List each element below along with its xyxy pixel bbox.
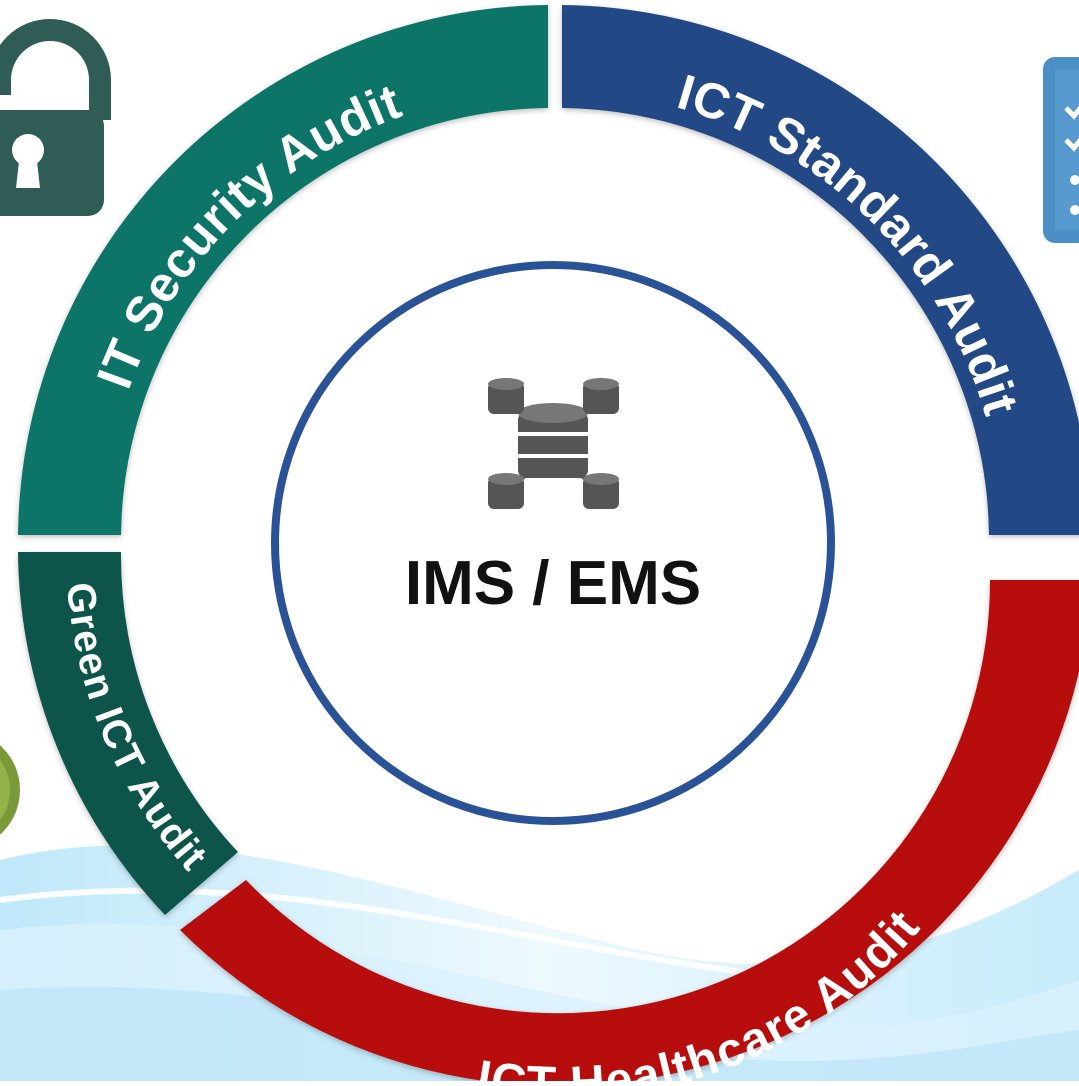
segment-green-ict	[18, 552, 238, 915]
center-label: IMS / EMS	[405, 549, 701, 618]
segment-arc	[18, 5, 548, 535]
padlock-icon	[0, 19, 111, 216]
document-checklist-icon	[1043, 57, 1079, 243]
center-hub: IMS / EMS	[271, 261, 835, 825]
segment-arc	[180, 580, 1079, 1086]
database-network-icon	[488, 378, 619, 509]
segment-ict-healthcare	[180, 580, 1079, 1086]
segment-arc	[562, 5, 1079, 535]
segment-ict-standard	[562, 5, 1079, 535]
segment-it-security	[18, 5, 548, 535]
leaf-badge-icon	[0, 745, 20, 835]
segment-arc	[18, 552, 238, 915]
center-ring	[271, 261, 835, 825]
